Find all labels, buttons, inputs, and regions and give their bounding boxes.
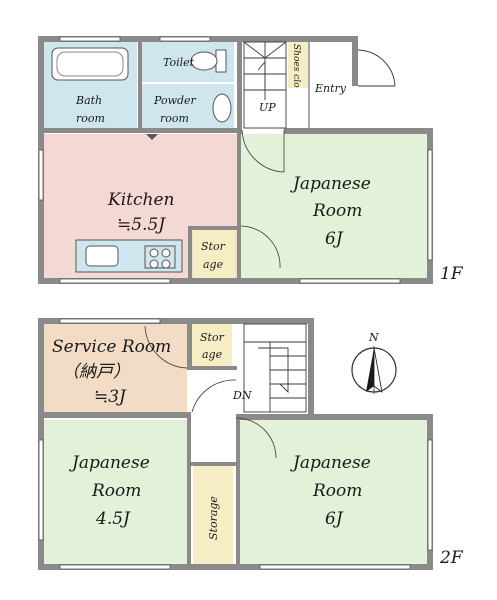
kitchen-label-2: ≒5.5J xyxy=(117,215,166,235)
powder-label-1: Powder xyxy=(153,94,197,107)
bath-label-2: room xyxy=(76,112,105,125)
service-room-label-2: （納戸） xyxy=(62,362,130,382)
storage-2f-label-2: age xyxy=(202,348,223,361)
toilet-fixture xyxy=(190,49,227,73)
service-room-label-1: Service Room xyxy=(52,337,171,357)
japanese-2f-6j-label-3: 6J xyxy=(325,509,344,529)
japanese-1f-label-3: 6J xyxy=(325,229,344,249)
floor-1f-label: 1F xyxy=(440,264,464,284)
storage-1f xyxy=(193,230,235,278)
north-compass-icon xyxy=(351,346,397,394)
bathtub xyxy=(51,47,129,81)
north-label: N xyxy=(368,331,379,344)
service-room-label-3: ≒3J xyxy=(94,387,127,407)
japanese-2f-6j-label-1: Japanese xyxy=(290,453,371,473)
powder-label-2: room xyxy=(160,112,189,125)
kitchen-counter xyxy=(75,239,183,273)
entry-label: Entry xyxy=(314,82,347,95)
stairs-1f xyxy=(243,41,287,129)
stairs-2f xyxy=(243,323,307,413)
floor-1f: Toilet Shoes clo Entry Bath room Powder … xyxy=(38,36,464,284)
service-room xyxy=(42,324,187,412)
japanese-room-2f-6j xyxy=(240,420,428,564)
storage-1f-label-2: age xyxy=(203,258,224,271)
room-door-swing xyxy=(241,129,285,173)
service-door-swing xyxy=(144,325,188,369)
japanese-room-4-5j xyxy=(42,420,187,564)
storage-2f-label-1: Stor xyxy=(200,331,225,344)
storage-2f-vertical xyxy=(193,466,233,564)
japanese-1f-label-1: Japanese xyxy=(290,174,371,194)
storage-door-swing xyxy=(240,225,281,269)
entry-door xyxy=(308,42,396,128)
room-2f-door-swing xyxy=(235,417,277,459)
toilet-label: Toilet xyxy=(163,56,195,69)
hall-door-swing xyxy=(191,379,237,413)
shoes-closet-label: Shoes clo xyxy=(291,44,301,88)
japanese-2f-6j-label-2: Room xyxy=(312,481,362,501)
japanese-4-5j-label-1: Japanese xyxy=(69,453,150,473)
japanese-4-5j-label-3: 4.5J xyxy=(95,509,131,529)
storage-2f-top xyxy=(192,324,232,366)
washbasin xyxy=(212,93,232,123)
japanese-1f-label-2: Room xyxy=(312,201,362,221)
bath-label-1: Bath xyxy=(75,94,102,107)
japanese-room-1f xyxy=(241,134,429,280)
floor-2f-label: 2F xyxy=(439,548,464,568)
floor-2f: Service Room （納戸） ≒3J Stor age DN N Japa… xyxy=(38,318,464,570)
dn-label: DN xyxy=(232,389,252,402)
kitchen-label-1: Kitchen xyxy=(107,190,174,210)
storage-1f-label-1: Stor xyxy=(201,240,226,253)
shoes-closet xyxy=(288,42,308,88)
up-label: UP xyxy=(259,101,276,114)
japanese-4-5j-label-2: Room xyxy=(91,481,141,501)
storage-vertical-label: Storage xyxy=(207,496,220,540)
